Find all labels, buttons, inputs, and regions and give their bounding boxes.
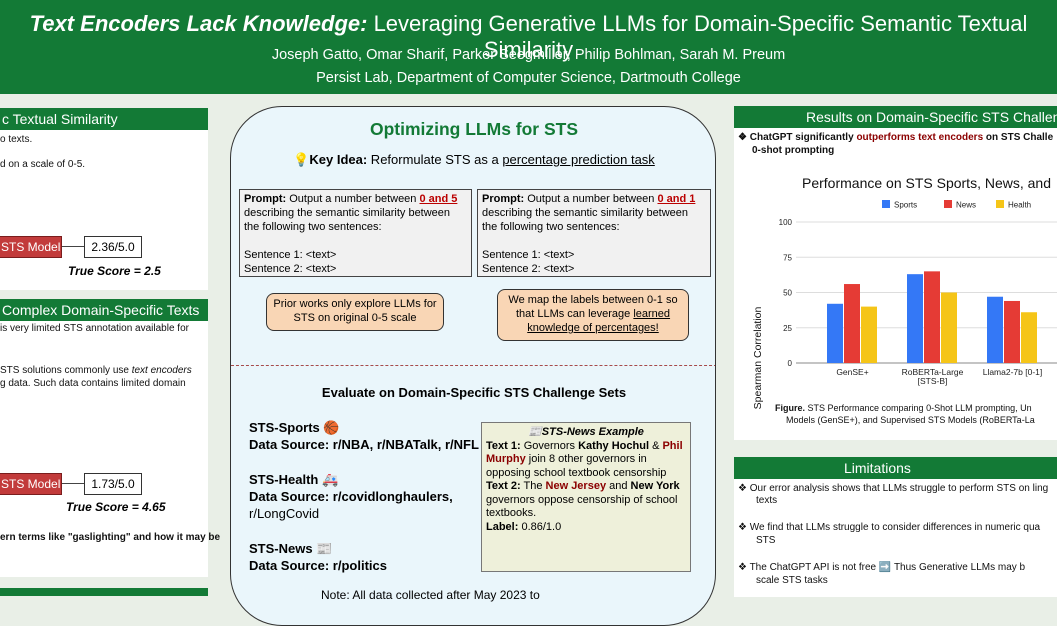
bar: [1004, 300, 1020, 363]
left-card-2: [0, 299, 208, 577]
legend-label: News: [956, 201, 976, 210]
newspaper-icon: 📰: [528, 426, 542, 438]
middle-title: Optimizing LLMs for STS: [369, 119, 579, 139]
limitation-item: ❖ The ChatGPT API is not free ➡️ Thus Ge…: [738, 562, 1026, 573]
left-section2-title: Complex Domain-Specific Texts: [0, 299, 208, 321]
poster-title: Text Encoders Lack Knowledge: Leveraging…: [29, 11, 1028, 62]
results-bullet-cont: 0-shot prompting: [752, 145, 835, 156]
bar: [827, 303, 843, 363]
results-card: [734, 106, 1057, 440]
left-text: STS solutions commonly use text encoders: [0, 365, 192, 376]
chart-bars: [827, 271, 1037, 363]
left-section1-title: c Textual Similarity: [0, 108, 208, 130]
news-example-box: 📰STS-News Example Text 1: Governors Kath…: [481, 422, 691, 572]
figure-caption-cont: Models (GenSE+), and Supervised STS Mode…: [786, 415, 1035, 425]
x-tick-label: Llama2-7b [0-1]: [983, 367, 1043, 377]
x-tick-label: [STS-B]: [918, 376, 948, 386]
sts-model-box: STS Model: [0, 473, 62, 495]
sts-model-box: STS Model: [0, 236, 62, 258]
x-tick-label: RoBERTa-Large: [902, 367, 964, 377]
limitation-item-cont: scale STS tasks: [756, 575, 828, 586]
poster-authors: Joseph Gatto, Omar Sharif, Parker Seegmi…: [271, 47, 786, 63]
legend-swatch: [944, 200, 952, 208]
middle-panel: Optimizing LLMs for STS 💡Key Idea: Refor…: [230, 106, 716, 626]
connector-line: [62, 246, 84, 247]
bar: [844, 284, 860, 363]
poster-header: Text Encoders Lack Knowledge: Leveraging…: [0, 0, 1057, 94]
bar: [987, 296, 1003, 363]
results-bullet: ❖ ChatGPT significantly outperforms text…: [738, 132, 1054, 143]
newspaper-icon: 📰: [316, 541, 333, 556]
left-text: ern terms like "gaslighting" and how it …: [0, 532, 221, 543]
score-box: 2.36/5.0: [84, 236, 142, 258]
limitation-item: ❖ We find that LLMs struggle to consider…: [738, 522, 1041, 533]
bar: [907, 274, 923, 363]
dataset-sports: STS-Sports 🏀 Data Source: r/NBA, r/NBATa…: [249, 420, 479, 452]
x-tick-label: GenSE+: [836, 367, 868, 377]
footnote: Note: All data collected after May 2023 …: [321, 588, 540, 602]
limitations-title: Limitations: [734, 457, 1057, 479]
results-title: Results on Domain-Specific STS Challeng: [734, 106, 1057, 128]
bar: [924, 271, 940, 363]
y-tick-label: 100: [779, 218, 793, 227]
prompt-box-0-5: Prompt: Output a number between 0 and 5 …: [239, 189, 472, 277]
left-text: g data. Such data contains limited domai…: [0, 378, 186, 389]
legend-label: Health: [1008, 201, 1031, 210]
left-card-1: [0, 108, 208, 290]
y-tick-label: 50: [783, 289, 792, 298]
bar: [861, 306, 877, 363]
true-score: True Score = 4.65: [66, 500, 166, 514]
y-tick-label: 25: [783, 324, 792, 333]
prompt-box-0-1: Prompt: Output a number between 0 and 1 …: [477, 189, 711, 277]
chart-legend: Sports News Health: [882, 200, 1031, 210]
score-box: 1.73/5.0: [84, 473, 142, 495]
left-text: is very limited STS annotation available…: [0, 323, 189, 334]
figure-caption: Figure. STS Performance comparing 0-Shot…: [775, 403, 1032, 413]
poster-affiliation: Persist Lab, Department of Computer Scie…: [316, 70, 741, 86]
y-tick-label: 0: [788, 359, 793, 368]
y-axis-label: Spearman Correlation: [752, 306, 764, 409]
bar: [1021, 312, 1037, 363]
connector-line: [62, 483, 84, 484]
left-section3-bar: [0, 588, 208, 596]
y-tick-label: 75: [783, 253, 792, 262]
chart-title: Performance on STS Sports, News, and: [802, 175, 1051, 191]
left-text: d on a scale of 0-5.: [0, 159, 86, 170]
bar: [941, 292, 957, 363]
dataset-news: STS-News 📰 Data Source: r/politics: [249, 541, 387, 573]
dataset-health: STS-Health 🚑 Data Source: r/covidlonghau…: [249, 472, 453, 521]
true-score: True Score = 2.5: [68, 264, 161, 278]
eval-title: Evaluate on Domain-Specific STS Challeng…: [321, 385, 627, 400]
section-divider: [231, 365, 715, 366]
results-bar-chart: Performance on STS Sports, News, and Spe…: [752, 175, 1057, 409]
limitation-item: ❖ Our error analysis shows that LLMs str…: [738, 483, 1049, 494]
lightbulb-icon: 💡: [293, 152, 310, 167]
key-idea: 💡Key Idea: Reformulate STS as a percenta…: [293, 152, 655, 167]
legend-swatch: [882, 200, 890, 208]
ambulance-icon: 🚑: [321, 472, 339, 487]
legend-swatch: [996, 200, 1004, 208]
limitation-item-cont: STS: [756, 535, 776, 546]
limitation-item-cont: texts: [756, 495, 778, 506]
arrow-right-icon: ➡️: [878, 562, 892, 573]
basketball-icon: 🏀: [323, 420, 340, 435]
note-prior-works: Prior works only explore LLMs for STS on…: [266, 293, 444, 331]
legend-label: Sports: [894, 201, 917, 210]
chart-x-labels: GenSE+ RoBERTa-Large[STS-B] Llama2-7b [0-1…: [836, 367, 1042, 386]
note-percentages: We map the labels between 0-1 so that LL…: [497, 289, 689, 341]
limitations-card: [734, 457, 1057, 597]
left-text: o texts.: [0, 134, 33, 145]
